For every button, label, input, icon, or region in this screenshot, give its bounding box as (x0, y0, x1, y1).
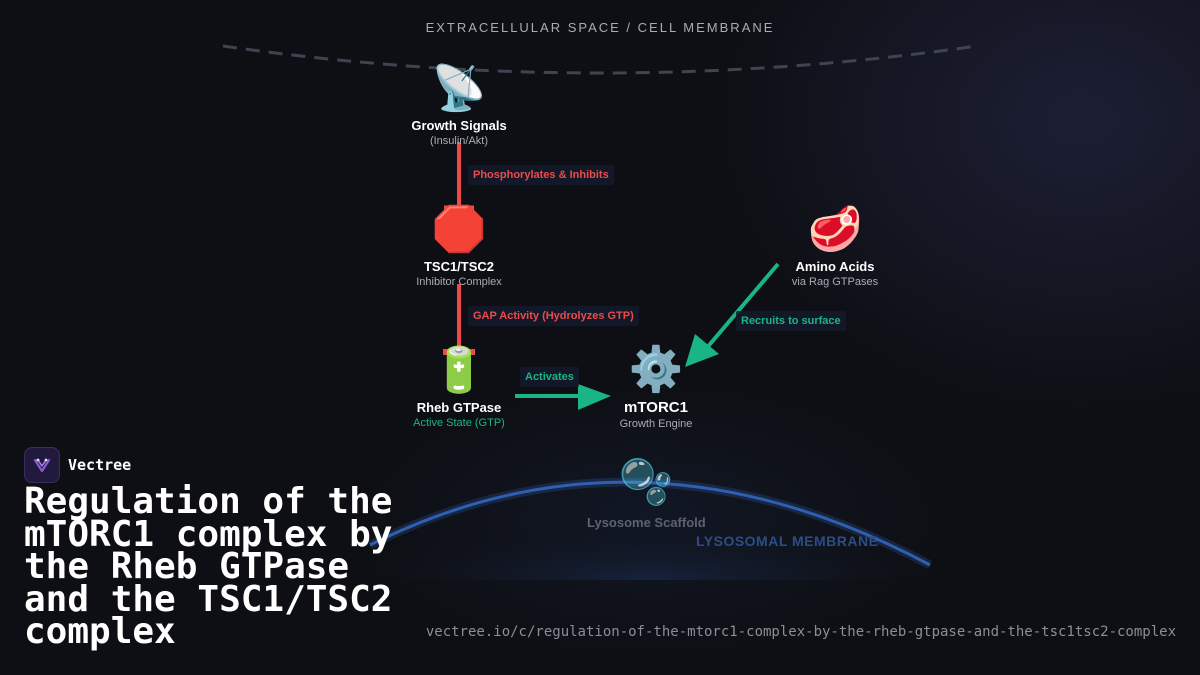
node-title: Amino Acids (795, 259, 875, 274)
lysosomal-membrane-line (369, 480, 931, 567)
lysosomal-membrane-label: LYSOSOMAL MEMBRANE (696, 533, 879, 549)
node-mtorc1[interactable]: ⚙️ mTORC1 Growth Engine (586, 345, 726, 430)
node-rheb-gtpase[interactable]: 🔋 Rheb GTPase Active State (GTP) (389, 346, 529, 429)
vectree-logo-icon (24, 447, 60, 483)
node-growth-signals[interactable]: 📡 Growth Signals (Insulin/Akt) (389, 64, 529, 147)
lysosome-scaffold-label: Lysosome Scaffold (587, 515, 706, 530)
edge-recruits-arrowhead (685, 334, 719, 367)
page-title: Regulation of the mTORC1 complex by the … (24, 481, 393, 652)
node-subtitle: via Rag GTPases (791, 276, 879, 288)
stop-sign-icon: 🛑 (431, 205, 487, 254)
edge-label-gap-activity: GAP Activity (Hydrolyzes GTP) (468, 306, 639, 326)
edge-label-phosphorylates: Phosphorylates & Inhibits (468, 165, 614, 185)
gear-icon: ⚙️ (628, 345, 684, 394)
node-title: mTORC1 (624, 399, 688, 416)
node-subtitle: (Insulin/Akt) (429, 135, 489, 147)
node-subtitle: Active State (GTP) (413, 417, 505, 429)
node-title: Growth Signals (411, 118, 507, 133)
edge-recruits-line (703, 262, 780, 352)
brand-name: Vectree (68, 456, 132, 474)
source-url[interactable]: vectree.io/c/regulation-of-the-mtorc1-co… (425, 624, 1176, 640)
edge-label-recruits: Recruits to surface (736, 311, 846, 331)
lysosome-glow (370, 482, 930, 580)
battery-icon: 🔋 (431, 346, 487, 395)
satellite-dish-icon: 📡 (431, 64, 487, 113)
node-amino-acids[interactable]: 🥩 Amino Acids via Rag GTPases (765, 205, 905, 288)
extracellular-space-label: EXTRACELLULAR SPACE / CELL MEMBRANE (425, 20, 775, 35)
node-lysosome-scaffold[interactable]: 🫧 (566, 458, 726, 510)
node-subtitle: Growth Engine (619, 418, 693, 430)
node-title: Rheb GTPase (416, 400, 502, 415)
brand[interactable]: Vectree (24, 447, 131, 483)
edge-activates-arrowhead (578, 384, 611, 410)
meat-icon: 🥩 (807, 205, 863, 254)
node-tsc1-tsc2[interactable]: 🛑 TSC1/TSC2 Inhibitor Complex (389, 205, 529, 288)
cell-membrane-line (222, 44, 978, 75)
edge-label-activates: Activates (520, 367, 579, 387)
node-subtitle: Inhibitor Complex (416, 276, 502, 288)
bubbles-icon: 🫧 (618, 458, 674, 507)
node-title: TSC1/TSC2 (423, 259, 495, 274)
